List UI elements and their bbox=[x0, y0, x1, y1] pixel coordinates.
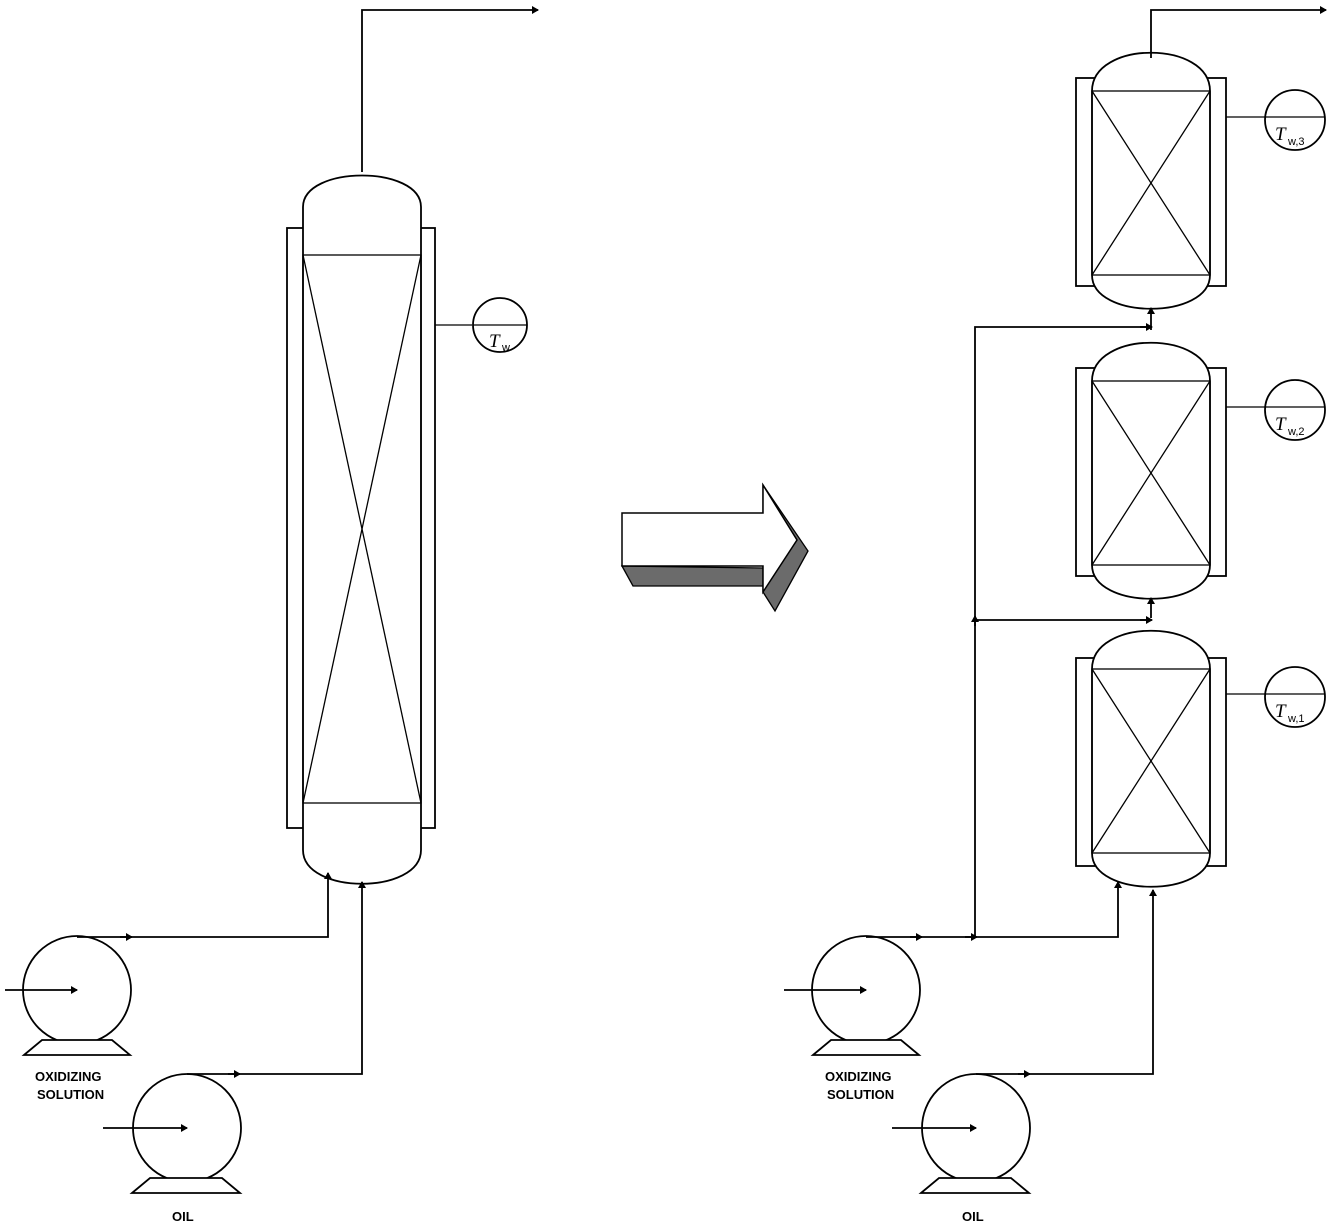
oxidizing-solution-pump bbox=[5, 935, 133, 1056]
temperature-indicator-tw: T w bbox=[472, 297, 528, 354]
temperature-indicator-tw1: T w,1 bbox=[1264, 666, 1326, 728]
reactor-stage-1 bbox=[1075, 630, 1227, 888]
oxidizing-bypass-to-stage3 bbox=[974, 326, 1151, 937]
svg-text:w,2: w,2 bbox=[1287, 426, 1305, 438]
oxidizing-solution-label-right-1: OXIDIZING bbox=[825, 1069, 891, 1084]
oil-feed-line-right bbox=[976, 889, 1157, 1075]
svg-text:T: T bbox=[489, 331, 501, 352]
top-outlet-line bbox=[361, 6, 539, 172]
oxidizing-solution-label-2: SOLUTION bbox=[37, 1087, 104, 1102]
svg-text:w,1: w,1 bbox=[1287, 713, 1305, 725]
oxidizing-solution-pump-right bbox=[784, 935, 922, 1056]
temperature-indicator-tw2: T w,2 bbox=[1264, 379, 1326, 441]
oil-label-right: OIL bbox=[962, 1209, 984, 1224]
svg-text:T: T bbox=[1275, 124, 1287, 145]
reactor-stage-3 bbox=[1075, 52, 1227, 310]
oxidizing-feed-line bbox=[77, 872, 332, 938]
temperature-indicator-tw3: T w,3 bbox=[1264, 89, 1326, 151]
svg-text:T: T bbox=[1275, 414, 1287, 435]
oil-label: OIL bbox=[172, 1209, 194, 1224]
reactor-stage-2 bbox=[1075, 342, 1227, 600]
stage3-outlet-line bbox=[1150, 6, 1327, 58]
oxidizing-solution-label-1: OXIDIZING bbox=[35, 1069, 101, 1084]
transition-arrow bbox=[620, 482, 809, 613]
svg-text:T: T bbox=[1275, 701, 1287, 722]
oxidizing-feed-line-right bbox=[866, 881, 1122, 938]
oil-pump-right bbox=[892, 1073, 1032, 1194]
oil-feed-line bbox=[187, 881, 366, 1075]
single-column-reactor: T w OXIDIZING SOLUTION OIL bbox=[5, 6, 539, 1224]
oxidizing-solution-label-right-2: SOLUTION bbox=[827, 1087, 894, 1102]
oil-pump bbox=[103, 1073, 243, 1194]
svg-text:w: w bbox=[501, 342, 510, 354]
three-stage-reactor: T w,3 T w,2 T bbox=[784, 6, 1327, 1224]
packed-bed bbox=[302, 254, 422, 804]
svg-text:w,3: w,3 bbox=[1287, 136, 1305, 148]
